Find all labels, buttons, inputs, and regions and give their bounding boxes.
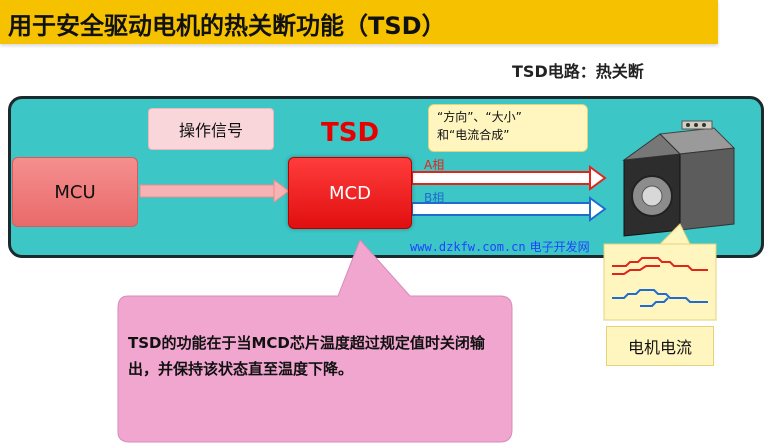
operation-signal-label: 操作信号 [148, 108, 274, 150]
phase-b-label: B相 [424, 191, 445, 205]
info-line-1: “方向”、“大小” [437, 110, 522, 124]
diagram-subtitle: TSD电路：热关断 [512, 62, 644, 81]
phase-a-current-wave [612, 257, 708, 271]
mcd-block: MCD [288, 157, 412, 229]
title-bar: 用于安全驱动电机的热关断功能（TSD） [0, 0, 718, 44]
motor-current-label: 电机电流 [606, 326, 714, 366]
mcu-to-mcd-arrow [139, 179, 290, 203]
callout-balloon [117, 239, 513, 443]
callout-text: TSD的功能在于当MCD芯片温度超过规定值时关闭输出，并保持该状态直至温度下降。 [128, 334, 485, 378]
page-title: 用于安全驱动电机的热关断功能（TSD） [8, 12, 446, 40]
motor-current-balloon [603, 223, 717, 321]
info-line-2: 和“电流合成” [437, 128, 510, 142]
phase-b-arrow [411, 196, 607, 222]
phase-a-label: A相 [424, 158, 445, 172]
watermark-url: www.dzkfw.com.cn [410, 240, 526, 254]
mcu-block: MCU [12, 157, 138, 227]
phase-a-arrow [411, 165, 607, 191]
watermark-name: 电子开发网 [529, 240, 590, 254]
control-info-box: “方向”、“大小” 和“电流合成” [428, 104, 588, 152]
phase-b-current-wave [612, 289, 708, 303]
stepper-motor [622, 120, 736, 237]
tsd-label: TSD [321, 118, 380, 148]
